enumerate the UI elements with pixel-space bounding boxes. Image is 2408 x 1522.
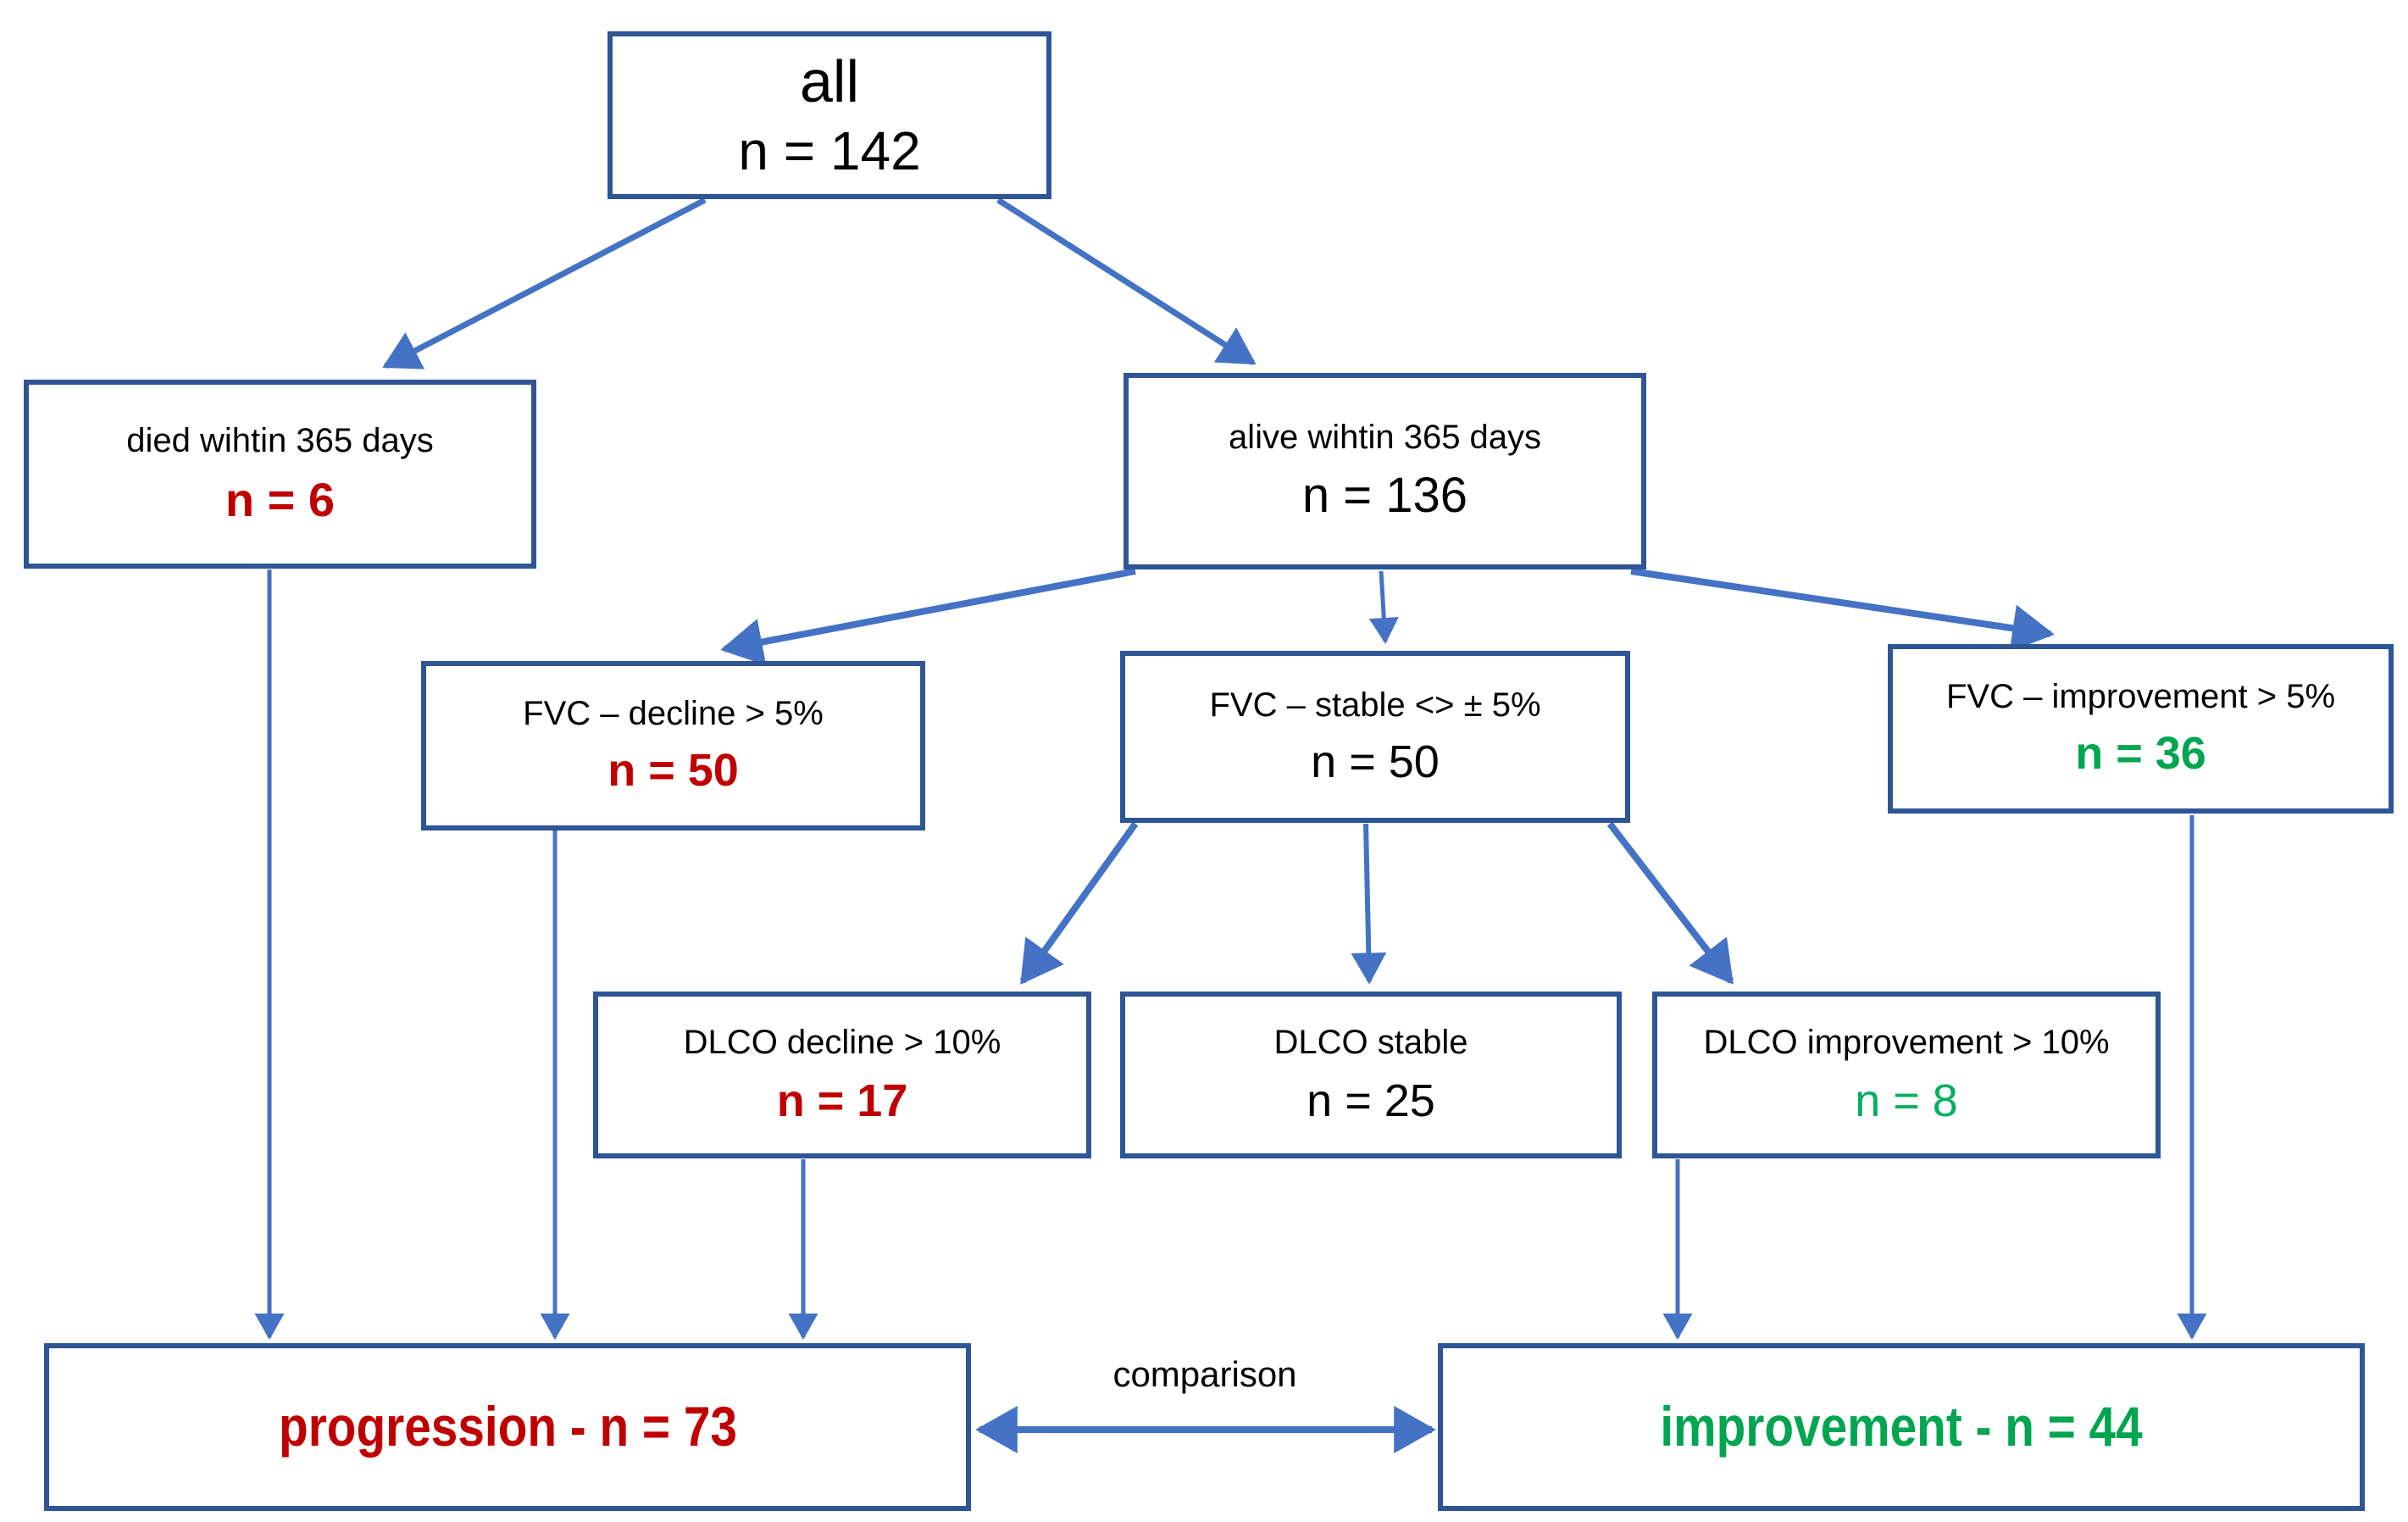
edge-fvc-stable-to-dlco-decline: [1019, 821, 1139, 985]
node-alive-within-365-days[interactable]: alive wihtin 365 days n = 136: [1124, 373, 1646, 569]
edge-alive-to-fvc-stable: [1368, 570, 1399, 644]
node-progression[interactable]: progression - n = 73: [44, 1343, 971, 1511]
node-fvc-stable-label: FVC – stable <> ± 5%: [1209, 686, 1541, 724]
node-all-count: n = 142: [738, 120, 921, 182]
node-fvc-decline-count: n = 50: [608, 745, 739, 797]
edge-alive-to-fvc-improvement: [1630, 568, 2055, 653]
node-dlco-stable[interactable]: DLCO stable n = 25: [1120, 992, 1622, 1158]
node-died-label: died wihtin 365 days: [126, 421, 434, 459]
node-alive-count: n = 136: [1301, 467, 1468, 523]
node-alive-label: alive wihtin 365 days: [1228, 419, 1542, 457]
node-fvc-decline-label: FVC – decline > 5%: [523, 695, 824, 733]
node-fvc-decline[interactable]: FVC – decline > 5% n = 50: [421, 661, 925, 830]
edge-all-to-died: [382, 197, 707, 369]
node-dlco-improvement-count: n = 8: [1855, 1075, 1958, 1126]
node-died-count: n = 6: [225, 472, 336, 526]
node-fvc-improvement[interactable]: FVC – improvement > 5% n = 36: [1888, 644, 2394, 814]
node-dlco-decline[interactable]: DLCO decline > 10% n = 17: [593, 992, 1091, 1158]
node-dlco-decline-count: n = 17: [776, 1075, 908, 1126]
node-progression-label: progression - n = 73: [278, 1395, 737, 1458]
node-died-within-365-days[interactable]: died wihtin 365 days n = 6: [24, 380, 536, 569]
node-improvement[interactable]: improvement - n = 44: [1438, 1343, 2365, 1511]
node-fvc-improvement-label: FVC – improvement > 5%: [1945, 678, 2336, 716]
node-all-label: all: [799, 47, 860, 114]
node-fvc-stable[interactable]: FVC – stable <> ± 5% n = 50: [1120, 651, 1630, 823]
node-improvement-label: improvement - n = 44: [1660, 1395, 2143, 1458]
node-dlco-improvement[interactable]: DLCO improvement > 10% n = 8: [1652, 992, 2161, 1158]
edge-all-to-alive: [996, 197, 1257, 365]
node-fvc-improvement-count: n = 36: [2075, 728, 2206, 780]
edge-fvc-stable-to-dlco-improvement: [1606, 821, 1734, 985]
comparison-edge-label: comparison: [1112, 1354, 1297, 1394]
node-dlco-stable-count: n = 25: [1307, 1075, 1435, 1126]
edge-alive-to-fvc-decline: [720, 568, 1136, 666]
node-dlco-decline-label: DLCO decline > 10%: [683, 1023, 1001, 1061]
node-dlco-stable-label: DLCO stable: [1273, 1023, 1468, 1061]
node-fvc-stable-count: n = 50: [1311, 736, 1440, 787]
node-all[interactable]: all n = 142: [608, 31, 1051, 199]
node-dlco-improvement-label: DLCO improvement > 10%: [1703, 1023, 2110, 1061]
edge-fvc-stable-to-dlco-stable: [1351, 823, 1387, 985]
